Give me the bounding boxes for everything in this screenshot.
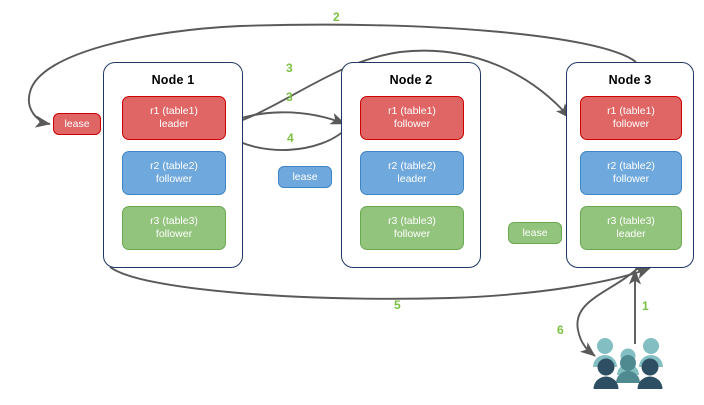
node-title: Node 1 [151,73,195,87]
node-title: Node 2 [389,73,433,87]
replica-box[interactable]: r3 (table3) follower [122,206,226,250]
replica-name: r3 (table3) [388,215,436,227]
step-label-2: 2 [333,10,340,24]
step-label-3-lower: 3 [286,90,293,104]
arrow-step-5 [109,266,651,300]
replica-role: leader [397,173,427,185]
replica-box[interactable]: r3 (table3) follower [360,206,464,250]
replica-role: follower [393,228,431,240]
replica-box[interactable]: r2 (table2) follower [122,151,226,195]
replica-role: leader [159,118,189,130]
replica-box[interactable]: r1 (table1) leader [122,96,226,140]
step-label-5: 5 [394,298,401,312]
replica-name: r2 (table2) [388,160,436,172]
lease-badge-r1[interactable]: lease [53,113,101,135]
lease-badge-r2[interactable]: lease [278,166,332,188]
replica-box[interactable]: r3 (table3) leader [580,206,682,250]
replica-role: follower [155,228,193,240]
replica-name: r2 (table2) [150,160,198,172]
replica-name: r1 (table1) [388,105,436,117]
replica-role: follower [155,173,193,185]
users-group-icon [593,338,663,389]
replica-name: r1 (table1) [150,105,198,117]
node-container-1[interactable]: Node 1 r1 (table1) leader r2 (table2) fo… [103,62,243,268]
node-title: Node 3 [608,73,652,87]
lease-badge-r3[interactable]: lease [508,222,562,244]
step-label-4: 4 [287,131,294,145]
replica-name: r2 (table2) [607,160,655,172]
step-label-3-upper: 3 [286,61,293,75]
replica-box[interactable]: r2 (table2) follower [580,151,682,195]
replica-box[interactable]: r1 (table1) follower [360,96,464,140]
replica-name: r1 (table1) [607,105,655,117]
replica-name: r3 (table3) [150,215,198,227]
step-label-1: 1 [642,299,649,313]
replica-role: follower [612,118,650,130]
replica-role: leader [616,228,646,240]
node-container-3[interactable]: Node 3 r1 (table1) follower r2 (table2) … [566,62,694,268]
replica-box[interactable]: r2 (table2) leader [360,151,464,195]
replica-role: follower [612,173,650,185]
node-container-2[interactable]: Node 2 r1 (table1) follower r2 (table2) … [341,62,481,268]
replica-role: follower [393,118,431,130]
replica-box[interactable]: r1 (table1) follower [580,96,682,140]
step-label-6: 6 [557,323,564,337]
replica-name: r3 (table3) [607,215,655,227]
